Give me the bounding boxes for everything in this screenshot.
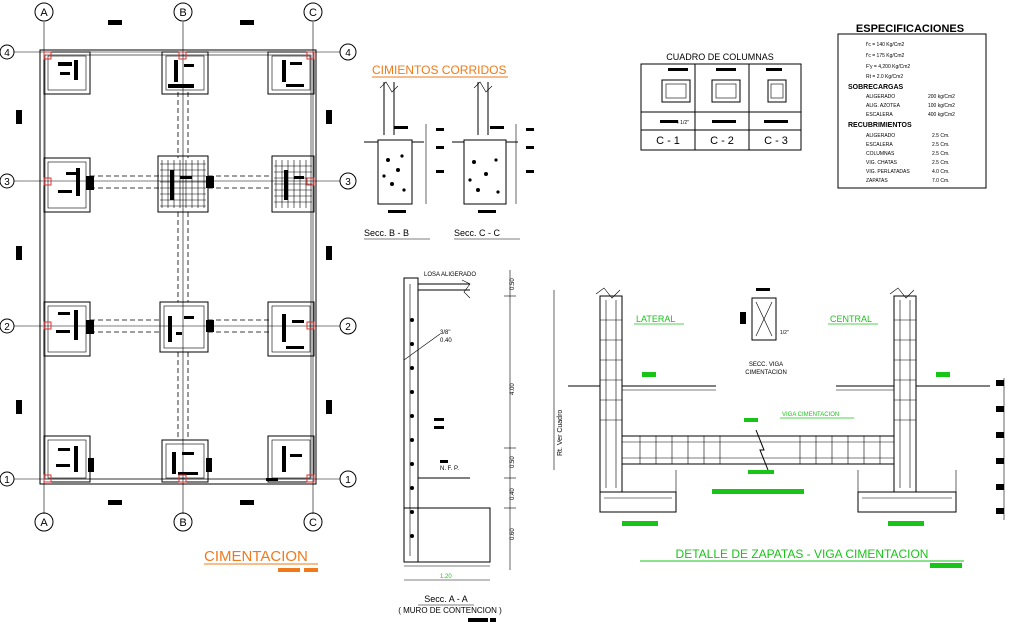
recubrimiento-name: VIG. PERLATADAS: [866, 169, 910, 175]
svg-text:B: B: [179, 517, 186, 529]
section-b-label: Secc. B - B: [364, 228, 409, 238]
svg-text:3: 3: [4, 177, 10, 188]
grid-bubble-1-left: 1: [0, 471, 15, 487]
grid-bubble-b-top: B: [173, 2, 193, 22]
recubrimiento-value: 2.5 Cm.: [932, 142, 950, 148]
recubrimientos-title: RECUBRIMIENTOS: [848, 122, 912, 129]
grid-bubble-a-bottom: A: [34, 512, 54, 532]
sobrecarga-value: 400 kg/Cm2: [928, 112, 955, 118]
losa-label: LOSA ALIGERADO: [424, 272, 476, 278]
foundation-plan: A B C A B C 4 3 2 1 4 3 2 1 CIMENTACION: [0, 2, 357, 572]
lateral-label: LATERAL: [636, 314, 675, 324]
sobrecarga-name: ALIG. AZOTEA: [866, 103, 901, 109]
detalle-zapatas: Rt. Ver Cuadro 1/2" SECC. VIGA CIMENTACI…: [553, 287, 1005, 568]
recubrimiento-value: 2.5 Cm.: [932, 160, 950, 166]
recubrimiento-name: ESCALERA: [866, 142, 893, 148]
central-label: CENTRAL: [830, 314, 872, 324]
muro-section-title: Secc. A - A: [424, 594, 468, 604]
recubrimiento-value: 2.5 Cm.: [932, 133, 950, 139]
svg-text:2: 2: [345, 322, 351, 333]
grid-bubble-3-left: 3: [0, 173, 15, 189]
sobrecarga-value: 200 kg/Cm2: [928, 94, 955, 100]
dim-width: 1.20: [440, 574, 452, 580]
columnas-rebar-note: 4 1/2": [676, 120, 689, 126]
grid-bubble-2-left: 2: [0, 318, 15, 334]
column-c2: C - 2: [710, 135, 734, 147]
grid-bubble-3-right: 3: [339, 172, 357, 190]
muro-contencion: LOSA ALIGERADO N. F. P. 3/8" 0.40 0.50 4…: [398, 270, 516, 622]
recubrimiento-name: ALIGERADO: [866, 133, 895, 139]
svg-text:2: 2: [4, 322, 10, 333]
grid-bubble-4-right: 4: [339, 43, 357, 61]
svg-text:4: 4: [4, 48, 10, 59]
svg-text:1: 1: [4, 475, 10, 486]
svg-text:A: A: [40, 517, 48, 529]
spec-line: Rt = 2.0 Kg/Cm2: [866, 74, 903, 80]
grid-bubble-c-bottom: C: [303, 512, 323, 532]
dim-b2: 0.60: [510, 528, 516, 540]
viga-rebar-label: 1/2": [780, 330, 789, 336]
dim-mid: 4.00: [510, 383, 516, 395]
spec-line: f'c = 175 Kg/Cm2: [866, 53, 905, 59]
grid-bubble-a-top: A: [34, 2, 54, 22]
dim-b1: 0.40: [510, 488, 516, 500]
muro-section-sub: ( MURO DE CONTENCION ): [398, 606, 502, 615]
dim-top: 0.50: [510, 278, 516, 290]
recubrimiento-name: COLUMNAS: [866, 151, 895, 157]
cimientos-corridos: CIMIENTOS CORRIDOS Secc. B - B Secc. C -…: [364, 63, 534, 240]
column-c1: C - 1: [656, 135, 680, 147]
spacing-label: 0.40: [440, 338, 452, 344]
grid-bubble-b-bottom: B: [173, 512, 193, 532]
sec-viga-label: SECC. VIGA: [749, 362, 783, 368]
svg-text:4: 4: [345, 48, 351, 59]
especificaciones: ESPECIFICACIONES f'c = 140 Kg/Cm2 f'c = …: [837, 23, 987, 189]
sobrecarga-name: ALIGERADO: [866, 94, 895, 100]
sobrecarga-name: ESCALERA: [866, 112, 893, 118]
nfp-label: N. F. P.: [440, 466, 459, 472]
grid-bubble-1-right: 1: [339, 470, 357, 488]
cuadro-columnas: CUADRO DE COLUMNAS 4 1/2" C - 1 C - 2 C …: [640, 52, 802, 151]
svg-text:B: B: [179, 7, 186, 19]
specs-title: ESPECIFICACIONES: [856, 23, 964, 35]
cimientos-title: CIMIENTOS CORRIDOS: [372, 63, 506, 77]
recubrimiento-name: ZAPATAS: [866, 178, 888, 184]
zapatas-side-label: Rt. Ver Cuadro: [557, 410, 564, 456]
svg-text:C: C: [309, 517, 317, 529]
recubrimiento-value: 2.5 Cm.: [932, 151, 950, 157]
dim-low: 0.50: [510, 456, 516, 468]
plan-title: CIMENTACION: [204, 548, 308, 565]
sobrecarga-value: 100 kg/Cm2: [928, 103, 955, 109]
recubrimiento-value: 4.0 Cm.: [932, 169, 950, 175]
sec-viga-label-2: CIMENTACION: [745, 370, 787, 376]
grid-bubble-2-right: 2: [339, 317, 357, 335]
section-c-label: Secc. C - C: [454, 228, 501, 238]
rebar-label: 3/8": [440, 330, 450, 336]
svg-text:1: 1: [345, 475, 351, 486]
svg-text:A: A: [40, 7, 48, 19]
sobrecargas-title: SOBRECARGAS: [848, 84, 904, 91]
grid-bubble-c-top: C: [303, 2, 323, 22]
recubrimiento-value: 7.0 Cm.: [932, 178, 950, 184]
column-c3: C - 3: [764, 135, 788, 147]
viga-cimentacion-label: VIGA CIMENTACION: [782, 412, 839, 418]
spec-line: f'c = 140 Kg/Cm2: [866, 42, 905, 48]
svg-text:C: C: [309, 7, 317, 19]
columnas-title: CUADRO DE COLUMNAS: [666, 52, 774, 62]
svg-text:3: 3: [345, 177, 351, 188]
zapatas-title: DETALLE DE ZAPATAS - VIGA CIMENTACION: [676, 547, 929, 561]
recubrimiento-name: VIG. CHATAS: [866, 160, 898, 166]
grid-bubble-4-left: 4: [0, 44, 15, 60]
spec-line: F'y = 4,200 Kg/Cm2: [866, 64, 910, 70]
